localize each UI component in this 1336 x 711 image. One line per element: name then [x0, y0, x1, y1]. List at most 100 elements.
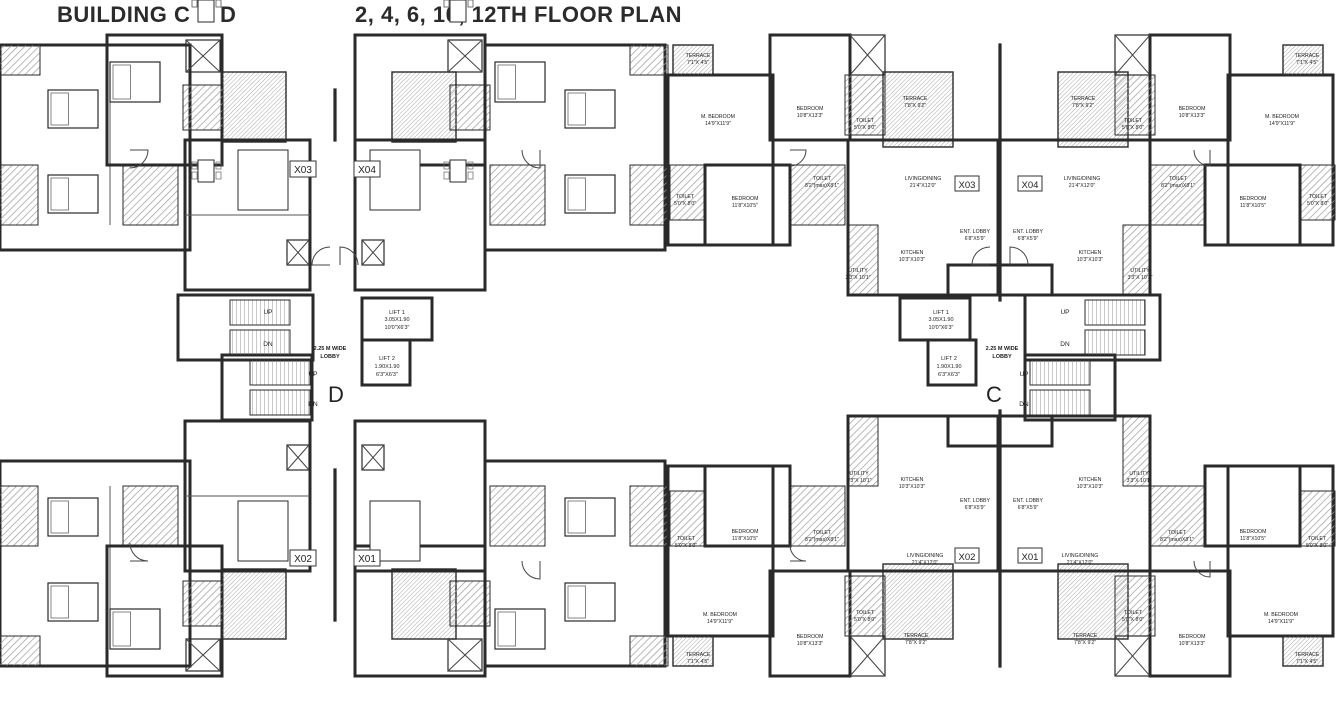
room-label: LIVING/DINING [1064, 176, 1101, 182]
room-label: 3'3"X 10'1" [847, 478, 872, 484]
door-swing [971, 246, 991, 266]
pillow [567, 585, 586, 619]
toilet [1114, 74, 1156, 136]
stair-flight [249, 389, 311, 416]
room-label: LIVING/DINING [907, 553, 944, 559]
toilet-mid [489, 164, 546, 226]
dining-table [197, 0, 215, 23]
room-label: BEDROOM [1240, 196, 1267, 202]
chair [215, 161, 222, 170]
room-label: LIVING/DINING [1062, 553, 1099, 559]
sofa [369, 500, 421, 562]
room-label: KITCHEN [1079, 477, 1102, 483]
room-label: M. BEDROOM [701, 114, 735, 120]
duct-cross [185, 39, 221, 73]
room-label: 3'3"X 10'1" [1128, 275, 1153, 281]
room-label: 21'4"X12'0" [912, 560, 939, 566]
room-label: 8'2"(max)X8'1" [1160, 537, 1194, 543]
room-wall [946, 414, 1002, 448]
room-label: 1.90X1.90 [374, 364, 399, 370]
room-label: 2.25 M WIDE [986, 346, 1019, 352]
room-wall [360, 338, 412, 387]
room-label: LOBBY [992, 354, 1012, 360]
room-label: BEDROOM [732, 529, 759, 535]
room-wall [176, 293, 315, 362]
stair-flight [1029, 359, 1091, 386]
room-label: X03 [294, 165, 312, 176]
chair [215, 0, 222, 8]
room-wall [768, 33, 852, 142]
building-d-plan [0, 0, 669, 678]
duct-cross [1114, 34, 1151, 76]
door-swing [1193, 149, 1211, 167]
room-label: 11'8"X10'5" [732, 536, 758, 542]
room-label: BEDROOM [797, 106, 824, 112]
room-label: BEDROOM [1179, 106, 1206, 112]
toilet-right [629, 164, 669, 226]
room-label: TOILET [1308, 536, 1327, 542]
room-wall [846, 414, 1000, 573]
pillow [50, 585, 69, 619]
chair [443, 0, 450, 8]
toilet [844, 74, 886, 136]
room-label: TERRACE [1073, 633, 1098, 639]
room-label: LIFT 2 [379, 356, 395, 362]
room-label: TOILET [1124, 610, 1143, 616]
room-label: 21'4"X12'0" [910, 183, 937, 189]
door-swing [129, 542, 149, 562]
room-label: 8'2"(max)X8'1" [1161, 183, 1195, 189]
room-label: DN [263, 341, 273, 348]
dining-table [197, 159, 215, 183]
room-label: 6'8"X5'9" [965, 236, 986, 242]
room-label: X04 [358, 165, 376, 176]
duct-cross [1114, 635, 1151, 677]
room-label: 7'1"X 4'5" [687, 60, 709, 66]
chair [215, 171, 222, 180]
room-label: M. BEDROOM [1265, 114, 1299, 120]
room-label: TERRACE [904, 633, 929, 639]
room-label: TERRACE [1295, 652, 1320, 658]
room-wall [1203, 163, 1302, 247]
duct-shaft [286, 444, 310, 471]
balcony-right [629, 44, 669, 76]
utility [847, 415, 879, 487]
room-wall [1148, 569, 1232, 678]
pillow [567, 92, 586, 126]
chair [467, 0, 474, 8]
room-label: X01 [1022, 552, 1039, 563]
room-label: 5'0"X 8'0" [675, 543, 697, 549]
room-wall [768, 569, 852, 678]
room-label: 14'9"X11'9" [1268, 619, 1294, 625]
door-swing [1193, 560, 1211, 578]
room-label: ENT. LOBBY [960, 498, 991, 504]
stair-flight [1029, 389, 1091, 416]
room-label: 5'0"X 8'0" [1122, 617, 1144, 623]
room-label: TERRACE [686, 652, 711, 658]
bed [494, 61, 546, 103]
flat-tag [1017, 547, 1043, 564]
room-label: 11'8"X10'5" [732, 203, 758, 209]
room-label: 1.90X1.90 [936, 364, 961, 370]
balcony-right [629, 635, 669, 667]
room-label: 14'9"X11'9" [705, 121, 731, 127]
toilet [669, 490, 706, 547]
room-label: 10'3"X10'3" [899, 257, 926, 263]
room-label: LIVING/DINING [905, 176, 942, 182]
room-wall [703, 464, 792, 548]
bed [494, 608, 546, 650]
room-label: 10'8"X13'3" [1179, 641, 1206, 647]
room-wall [1023, 293, 1162, 362]
duct-cross [447, 39, 483, 73]
room-label: X04 [1022, 180, 1039, 191]
room-label: 8'2"(max)X8'1" [805, 537, 839, 543]
room-label: TOILET [1168, 530, 1187, 536]
room-label: 6'8"X5'9" [1018, 505, 1039, 511]
room-label: 3'3"X 10'1" [846, 275, 871, 281]
chair [467, 161, 474, 170]
chair [443, 161, 450, 170]
door-swing [521, 560, 541, 580]
room-label: 14'9"X11'9" [707, 619, 733, 625]
toilet-upper [182, 580, 224, 627]
bed [47, 174, 99, 214]
